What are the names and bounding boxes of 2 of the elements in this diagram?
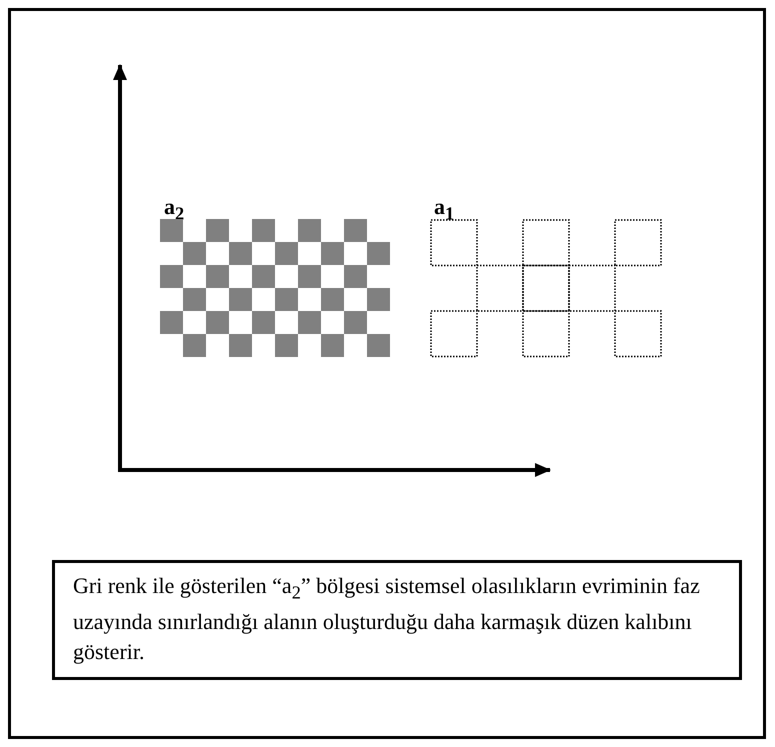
note-box: Gri renk ile gösterilen “a$_{2}$” bölgesi sistemsel olasılıkların evriminin faz uzayında sınırlandığı alanın oluşturduğu daha karmaşık düzen kalıbını gösterir. — [52, 560, 742, 680]
region-label: a$_{1}$ — [434, 196, 454, 224]
